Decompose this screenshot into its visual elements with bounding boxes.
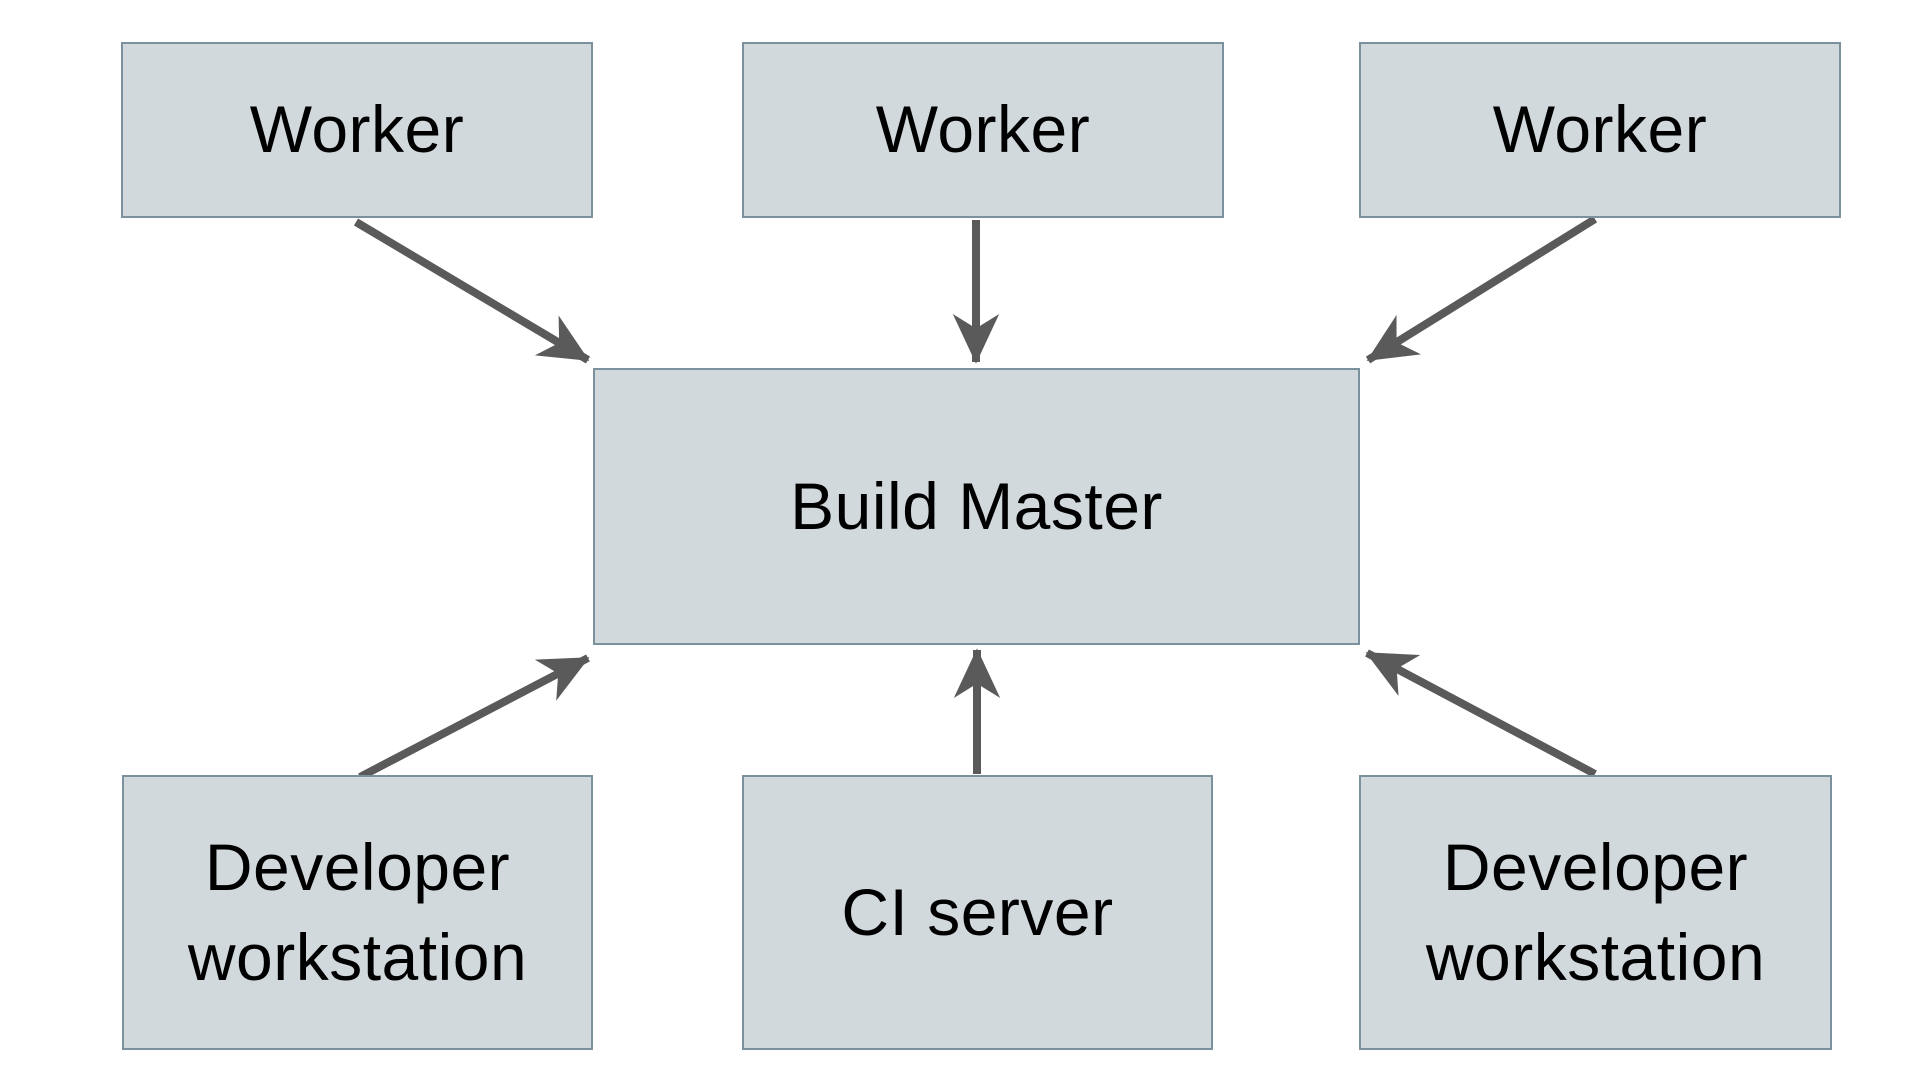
arrow-worker1-to-master (353, 218, 591, 364)
node-ci-server-label: CI server (841, 874, 1114, 949)
node-developer-workstation-left: Developer workstation (122, 775, 593, 1050)
node-worker-3: Worker (1359, 42, 1841, 218)
node-ci-server: CI server (742, 775, 1213, 1050)
node-worker-3-label: Worker (1492, 92, 1708, 167)
arrow-worker3-to-master (1365, 215, 1598, 364)
node-worker-1: Worker (121, 42, 593, 218)
arrow-dev2-to-master (1365, 649, 1597, 778)
node-developer-workstation-right: Developer workstation (1359, 775, 1832, 1050)
node-worker-2: Worker (742, 42, 1224, 218)
node-worker-2-label: Worker (875, 92, 1091, 167)
node-worker-1-label: Worker (249, 92, 465, 167)
node-build-master: Build Master (593, 368, 1360, 645)
node-build-master-label: Build Master (790, 468, 1163, 543)
node-developer-workstation-left-label: Developer workstation (187, 829, 528, 994)
node-developer-workstation-right-label: Developer workstation (1425, 829, 1766, 994)
arrow-dev1-to-master (358, 654, 590, 781)
